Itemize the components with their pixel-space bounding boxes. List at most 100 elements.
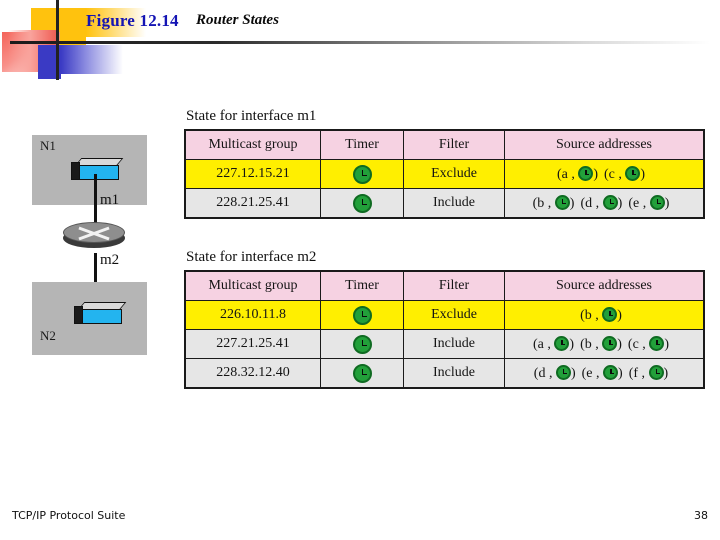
cell-multicast-group: 226.10.11.8 xyxy=(184,300,321,330)
source-address-entry: (d , ) xyxy=(580,194,623,211)
source-address-label: (b , xyxy=(580,307,603,323)
interface-label-m1: m1 xyxy=(100,192,120,208)
cell-source-addresses: (a , )(c , ) xyxy=(504,159,705,189)
timer-clock-icon xyxy=(603,364,619,380)
timer-clock-icon xyxy=(625,165,641,181)
timer-clock-icon xyxy=(649,335,665,351)
timer-clock-icon xyxy=(554,335,570,351)
timer-clock-icon xyxy=(352,164,372,184)
cell-timer xyxy=(320,358,404,389)
cell-filter: Exclude xyxy=(403,300,505,330)
table-body-m1: 227.12.15.21 Exclude (a , )(c , ) 228.21… xyxy=(184,159,705,219)
timer-clock-icon xyxy=(578,165,594,181)
deco-yellow-gradient xyxy=(86,8,146,37)
timer-clock-icon xyxy=(602,335,618,351)
cell-source-addresses: (b , )(d , )(e , ) xyxy=(504,188,705,219)
source-address-close-paren: ) xyxy=(640,166,646,182)
source-address-close-paren: ) xyxy=(593,166,598,182)
timer-clock-icon xyxy=(555,364,571,380)
source-address-entry: (c , ) xyxy=(604,165,646,182)
header-decoration xyxy=(0,0,300,95)
source-address-close-paren: ) xyxy=(663,365,669,381)
source-address-entry: (e , ) xyxy=(581,364,623,381)
footer-page-number: 38 xyxy=(694,509,708,522)
table-body-m2: 226.10.11.8 Exclude (b , ) 227.21.25.41 … xyxy=(184,300,705,389)
state-table-caption: State for interface m1 xyxy=(186,108,317,124)
source-address-close-paren: ) xyxy=(617,307,622,323)
source-address-label: (b , xyxy=(532,195,555,211)
source-address-close-paren: ) xyxy=(617,336,622,352)
cell-timer xyxy=(320,188,404,219)
state-table-caption: State for interface m2 xyxy=(186,249,317,265)
deco-blue-gradient xyxy=(61,45,123,74)
column-header-multicast-group: Multicast group xyxy=(184,270,321,301)
cell-source-addresses: (d , ) (e , ) (f , ) xyxy=(504,358,705,389)
router-icon xyxy=(63,222,125,253)
table-row: 228.32.12.40 Include (d , )(e , )(f , ) xyxy=(184,358,705,389)
source-address-entry: (b , ) xyxy=(532,194,575,211)
source-address-label: (a , xyxy=(533,336,555,352)
column-header-source-addresses: Source addresses xyxy=(504,270,705,301)
source-address-entry: (a , ) xyxy=(556,165,598,182)
source-address-entry: (b , ) xyxy=(580,306,622,323)
timer-clock-icon xyxy=(649,194,665,210)
cell-timer xyxy=(320,329,404,359)
state-block-m2: State for interface m2 Multicast group T… xyxy=(184,249,705,389)
cell-timer xyxy=(320,300,404,330)
source-address-entry: (b , ) xyxy=(580,335,622,352)
source-address-label: (e , xyxy=(581,365,604,381)
source-address-entry: (a , ) xyxy=(533,335,574,352)
state-table-m1: Multicast group Timer Filter Source addr… xyxy=(184,129,705,219)
source-address-close-paren: ) xyxy=(569,195,575,211)
timer-clock-icon xyxy=(602,306,618,322)
table-row: 228.21.25.41 Include (b , )(d , )(e , ) xyxy=(184,188,705,219)
cell-filter: Include xyxy=(403,329,505,359)
host-icon-n2 xyxy=(74,302,127,324)
source-address-entry: (e , ) xyxy=(628,194,670,211)
source-address-entry: (c , ) xyxy=(627,335,669,352)
state-table-m2: Multicast group Timer Filter Source addr… xyxy=(184,270,705,389)
cell-multicast-group: 227.21.25.41 xyxy=(184,329,321,359)
source-address-label: (b , xyxy=(580,336,603,352)
table-header-row: Multicast group Timer Filter Source addr… xyxy=(184,129,705,160)
column-header-timer: Timer xyxy=(320,270,404,301)
timer-clock-icon xyxy=(554,194,570,210)
cell-filter: Include xyxy=(403,188,505,219)
column-header-timer: Timer xyxy=(320,129,404,160)
deco-horizontal-rule xyxy=(10,41,710,44)
state-block-m1: State for interface m1 Multicast group T… xyxy=(184,108,705,219)
source-address-entry: (d , ) xyxy=(533,364,576,381)
interface-label-m2: m2 xyxy=(100,252,120,268)
timer-clock-icon xyxy=(352,363,372,383)
source-address-label: (c , xyxy=(627,336,650,352)
cell-multicast-group: 228.21.25.41 xyxy=(184,188,321,219)
column-header-source-addresses: Source addresses xyxy=(504,129,705,160)
network-diagram: N1 m1 m2 N2 xyxy=(30,130,180,360)
network-label-n2: N2 xyxy=(40,328,56,343)
source-address-label: (c , xyxy=(604,166,626,182)
timer-clock-icon xyxy=(352,193,372,213)
column-header-multicast-group: Multicast group xyxy=(184,129,321,160)
timer-clock-icon xyxy=(352,334,372,354)
cell-filter: Exclude xyxy=(403,159,505,189)
timer-clock-icon xyxy=(648,364,664,380)
table-row: 227.21.25.41 Include (a , )(b , )(c , ) xyxy=(184,329,705,359)
host-front-face xyxy=(82,309,122,324)
table-row: 226.10.11.8 Exclude (b , ) xyxy=(184,300,705,330)
source-address-label: (a , xyxy=(556,166,579,182)
cell-source-addresses: (a , )(b , )(c , ) xyxy=(504,329,705,359)
deco-vertical-rule xyxy=(56,0,59,80)
deco-blue-square xyxy=(38,45,61,79)
column-header-filter: Filter xyxy=(403,129,505,160)
source-address-close-paren: ) xyxy=(570,365,576,381)
figure-label: Figure 12.14 xyxy=(86,11,179,30)
source-address-label: (d , xyxy=(533,365,556,381)
cell-multicast-group: 227.12.15.21 xyxy=(184,159,321,189)
source-address-label: (f , xyxy=(628,365,649,381)
network-label-n1: N1 xyxy=(40,138,56,153)
cell-filter: Include xyxy=(403,358,505,389)
figure-title: Router States xyxy=(196,12,279,28)
source-address-close-paren: ) xyxy=(617,195,623,211)
table-row: 227.12.15.21 Exclude (a , )(c , ) xyxy=(184,159,705,189)
source-address-close-paren: ) xyxy=(664,195,670,211)
